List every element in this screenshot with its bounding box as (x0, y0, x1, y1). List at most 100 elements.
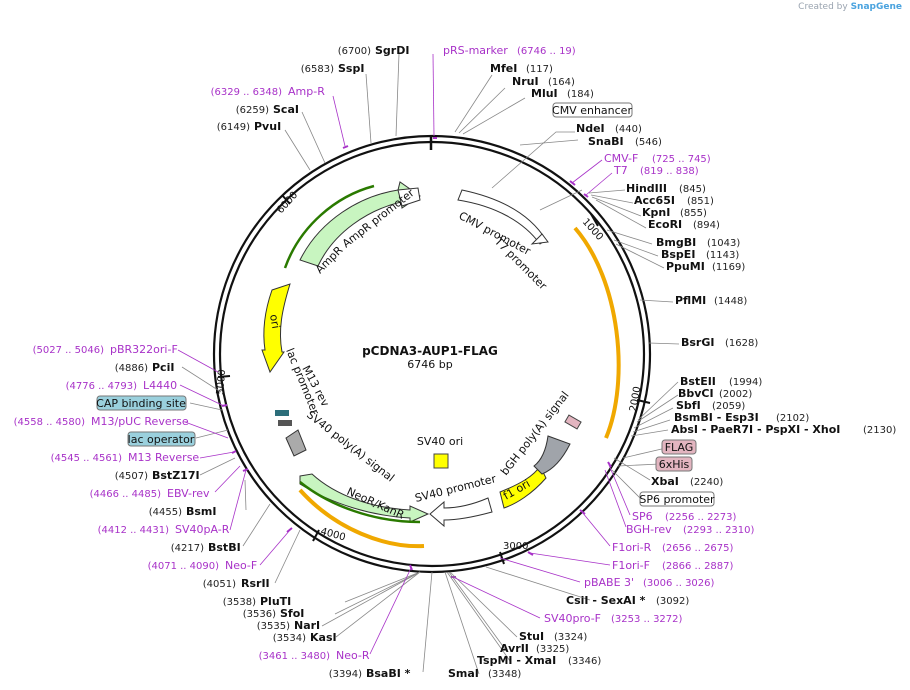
enzyme-smai-pos: (3348) (488, 669, 521, 680)
enzyme-kasi[interactable]: KasI (310, 631, 337, 644)
aup1-orf-arc[interactable] (573, 226, 621, 439)
sv40-polya-glyph[interactable] (285, 429, 307, 457)
enzyme-xbai[interactable]: XbaI (651, 475, 679, 488)
pleader-prs-marker (432, 53, 435, 137)
lac-operator-box[interactable] (127, 431, 196, 447)
sv40-ori-label: SV40 ori (417, 435, 463, 448)
enzyme-pvui-pos: (6149) (217, 122, 250, 133)
enzyme-bsmi[interactable]: BsmI (186, 505, 217, 518)
primer-sv40pro-f-name[interactable]: SV40pro-F (544, 612, 601, 625)
enzyme-bspei[interactable]: BspEI (661, 248, 695, 261)
enzyme-bstbi[interactable]: BstBI (208, 541, 241, 554)
enzyme-hindiii[interactable]: HindIII (626, 182, 667, 195)
neor-arrow[interactable] (299, 473, 430, 523)
enzyme-bmgbi[interactable]: BmgBI (656, 236, 696, 249)
tick-6000: 6000 (275, 190, 300, 216)
enzyme-bsabi-pos: (3394) (329, 669, 362, 680)
enzyme-mfei[interactable]: MfeI (490, 62, 517, 75)
primer-pbabe-name[interactable]: pBABE 3' (584, 576, 634, 589)
enzyme-sspi[interactable]: SspI (338, 62, 364, 75)
leader-mlui (462, 97, 526, 135)
primer-m13-reverse-name[interactable]: M13 Reverse (128, 451, 199, 464)
leader-scai (301, 111, 326, 164)
primer-m13-puc-reverse-range: (4558 .. 4580) (14, 417, 86, 428)
enzyme-smai[interactable]: SmaI (448, 667, 479, 680)
enzyme-bsmbi-esp3i[interactable]: BsmBI - Esp3I (674, 411, 759, 424)
primer-amp-r-range: (6329 .. 6348) (211, 87, 283, 98)
enzyme-rsrii[interactable]: RsrII (241, 577, 270, 590)
primer-neo-f-name[interactable]: Neo-F (225, 559, 257, 572)
bgh-polya-glyph[interactable] (533, 435, 571, 475)
enzyme-kpni[interactable]: KpnI (642, 206, 670, 219)
enzyme-mlui[interactable]: MluI (531, 87, 558, 100)
leader-sp6-promoter (611, 469, 641, 499)
primer-f1ori-f-name[interactable]: F1ori-F (612, 559, 650, 572)
enzyme-nari[interactable]: NarI (294, 619, 320, 632)
primer-mark-t7 (583, 193, 589, 198)
primer-sp6-name[interactable]: SP6 (632, 510, 653, 523)
leader-nari (321, 571, 421, 627)
primer-m13-puc-reverse-name[interactable]: M13/pUC Reverse (91, 415, 189, 428)
f1-ori-arrow[interactable] (499, 464, 547, 509)
primer-ebv-rev-name[interactable]: EBV-rev (167, 487, 210, 500)
enzyme-pcii[interactable]: PciI (152, 361, 174, 374)
enzyme-ecori[interactable]: EcoRI (648, 218, 682, 231)
enzyme-absi-xhoi[interactable]: AbsI - PaeR7I - PspXI - XhoI (671, 423, 840, 436)
sv40-ori-glyph[interactable] (433, 453, 449, 469)
leader-pvui (284, 129, 311, 171)
primer-pbr322ori-f-name[interactable]: pBR322ori-F (110, 343, 178, 356)
enzyme-sgrdi[interactable]: SgrDI (375, 44, 409, 57)
pleader-neo-f (259, 529, 291, 566)
cmv-enhancer-box[interactable] (552, 102, 633, 118)
enzyme-pvui[interactable]: PvuI (254, 120, 281, 133)
enzyme-bsrgi[interactable]: BsrGI (681, 336, 714, 349)
enzyme-scai-pos: (6259) (236, 105, 269, 116)
sv40-promoter-arrow[interactable] (429, 497, 493, 528)
leader-ecori (595, 199, 647, 229)
enzyme-ndei-pos: (440) (615, 124, 642, 135)
primer-sv40pa-r-name[interactable]: SV40pA-R (175, 523, 230, 536)
enzyme-nrui[interactable]: NruI (512, 75, 539, 88)
sp6-promoter-box[interactable] (639, 491, 715, 507)
leader-bsmbi (632, 419, 671, 433)
enzyme-bstz17i[interactable]: BstZ17I (152, 469, 200, 482)
primer-l4440-name[interactable]: L4440 (143, 379, 177, 392)
primer-prs-marker-name[interactable]: pRS-marker (443, 44, 508, 57)
enzyme-csii-sexai[interactable]: CsiI - SexAI * (566, 594, 646, 607)
primer-bgh-rev-name[interactable]: BGH-rev (626, 523, 672, 536)
enzyme-bbvci[interactable]: BbvCI (678, 387, 714, 400)
enzyme-acc65i-pos: (851) (687, 196, 714, 207)
neor-orf-arc[interactable] (298, 488, 425, 549)
cap-binding-site-box[interactable] (96, 395, 187, 411)
enzyme-pflmi[interactable]: PflMI (675, 294, 706, 307)
primer-cmv-f-name[interactable]: CMV-F (604, 152, 638, 165)
enzyme-sfoi[interactable]: SfoI (280, 607, 304, 620)
primer-t7-name[interactable]: T7 (613, 164, 628, 177)
snapgene-brand: SnapGene (850, 2, 902, 12)
enzyme-pluti[interactable]: PluTI (260, 595, 291, 608)
enzyme-bsteii[interactable]: BstEII (680, 375, 716, 388)
ampr-promoter-arrow[interactable] (397, 187, 421, 207)
primer-bgh-rev-range: (2293 .. 2310) (683, 525, 755, 536)
enzyme-tspmi-xmai[interactable]: TspMI - XmaI (477, 654, 556, 667)
ori-arrow[interactable] (261, 283, 291, 374)
his-tag-box[interactable] (655, 456, 693, 472)
primer-f1ori-r-name[interactable]: F1ori-R (612, 541, 652, 554)
primer-neo-r-name[interactable]: Neo-R (336, 649, 370, 662)
pleader-m13-reverse (199, 451, 235, 459)
enzyme-snabi[interactable]: SnaBI (588, 135, 624, 148)
ampr-arrow[interactable] (299, 181, 421, 267)
leader-pcii (181, 366, 222, 393)
enzyme-sbfi[interactable]: SbfI (676, 399, 701, 412)
enzyme-acc65i[interactable]: Acc65I (634, 194, 675, 207)
flag-box[interactable] (661, 439, 697, 455)
enzyme-bsabi[interactable]: BsaBI * (366, 667, 411, 680)
primer-amp-r-name[interactable]: Amp-R (288, 85, 325, 98)
enzyme-ndei[interactable]: NdeI (576, 122, 605, 135)
enzyme-avrii[interactable]: AvrII (500, 642, 529, 655)
enzyme-stui[interactable]: StuI (519, 630, 544, 643)
enzyme-ppumi[interactable]: PpuMI (666, 260, 705, 273)
t7-promoter-arrow[interactable] (530, 233, 549, 245)
pleader-sv40pro-f (452, 576, 541, 619)
enzyme-scai[interactable]: ScaI (273, 103, 299, 116)
